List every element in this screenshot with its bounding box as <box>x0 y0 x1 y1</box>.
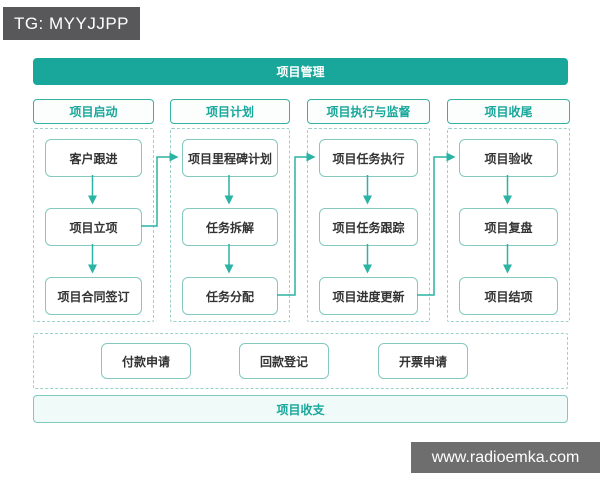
source-badge: TG: MYYJJPP <box>3 7 140 40</box>
column-initiation: 客户跟进 项目立项 项目合同签订 <box>33 128 154 322</box>
flow-step-project-closure: 项目结项 <box>459 277 558 315</box>
flow-step-task-tracking: 项目任务跟踪 <box>319 208 418 246</box>
finance-row: 付款申请 回款登记 开票申请 <box>33 333 568 389</box>
column-planning: 项目里程碑计划 任务拆解 任务分配 <box>170 128 290 322</box>
flow-step-contract-signing: 项目合同签订 <box>45 277 142 315</box>
flow-step-task-breakdown: 任务拆解 <box>182 208 278 246</box>
banner-project-finance: 项目收支 <box>33 395 568 423</box>
column-header-execution: 项目执行与监督 <box>307 99 430 124</box>
watermark: www.radioemka.com <box>411 442 600 473</box>
column-closing: 项目验收 项目复盘 项目结项 <box>447 128 570 322</box>
flow-step-review: 项目复盘 <box>459 208 558 246</box>
column-header-initiation: 项目启动 <box>33 99 154 124</box>
flow-step-progress-update: 项目进度更新 <box>319 277 418 315</box>
column-header-closing: 项目收尾 <box>447 99 570 124</box>
flow-step-task-assignment: 任务分配 <box>182 277 278 315</box>
column-header-planning: 项目计划 <box>170 99 290 124</box>
flow-step-invoice-request: 开票申请 <box>378 343 468 379</box>
flow-step-payment-registration: 回款登记 <box>239 343 329 379</box>
column-execution: 项目任务执行 项目任务跟踪 项目进度更新 <box>307 128 430 322</box>
flow-step-payment-request: 付款申请 <box>101 343 191 379</box>
banner-project-management: 项目管理 <box>33 58 568 85</box>
flow-step-milestone-plan: 项目里程碑计划 <box>182 139 278 177</box>
flow-step-acceptance: 项目验收 <box>459 139 558 177</box>
flow-step-task-execution: 项目任务执行 <box>319 139 418 177</box>
flow-step-customer-followup: 客户跟进 <box>45 139 142 177</box>
flow-step-project-approval: 项目立项 <box>45 208 142 246</box>
